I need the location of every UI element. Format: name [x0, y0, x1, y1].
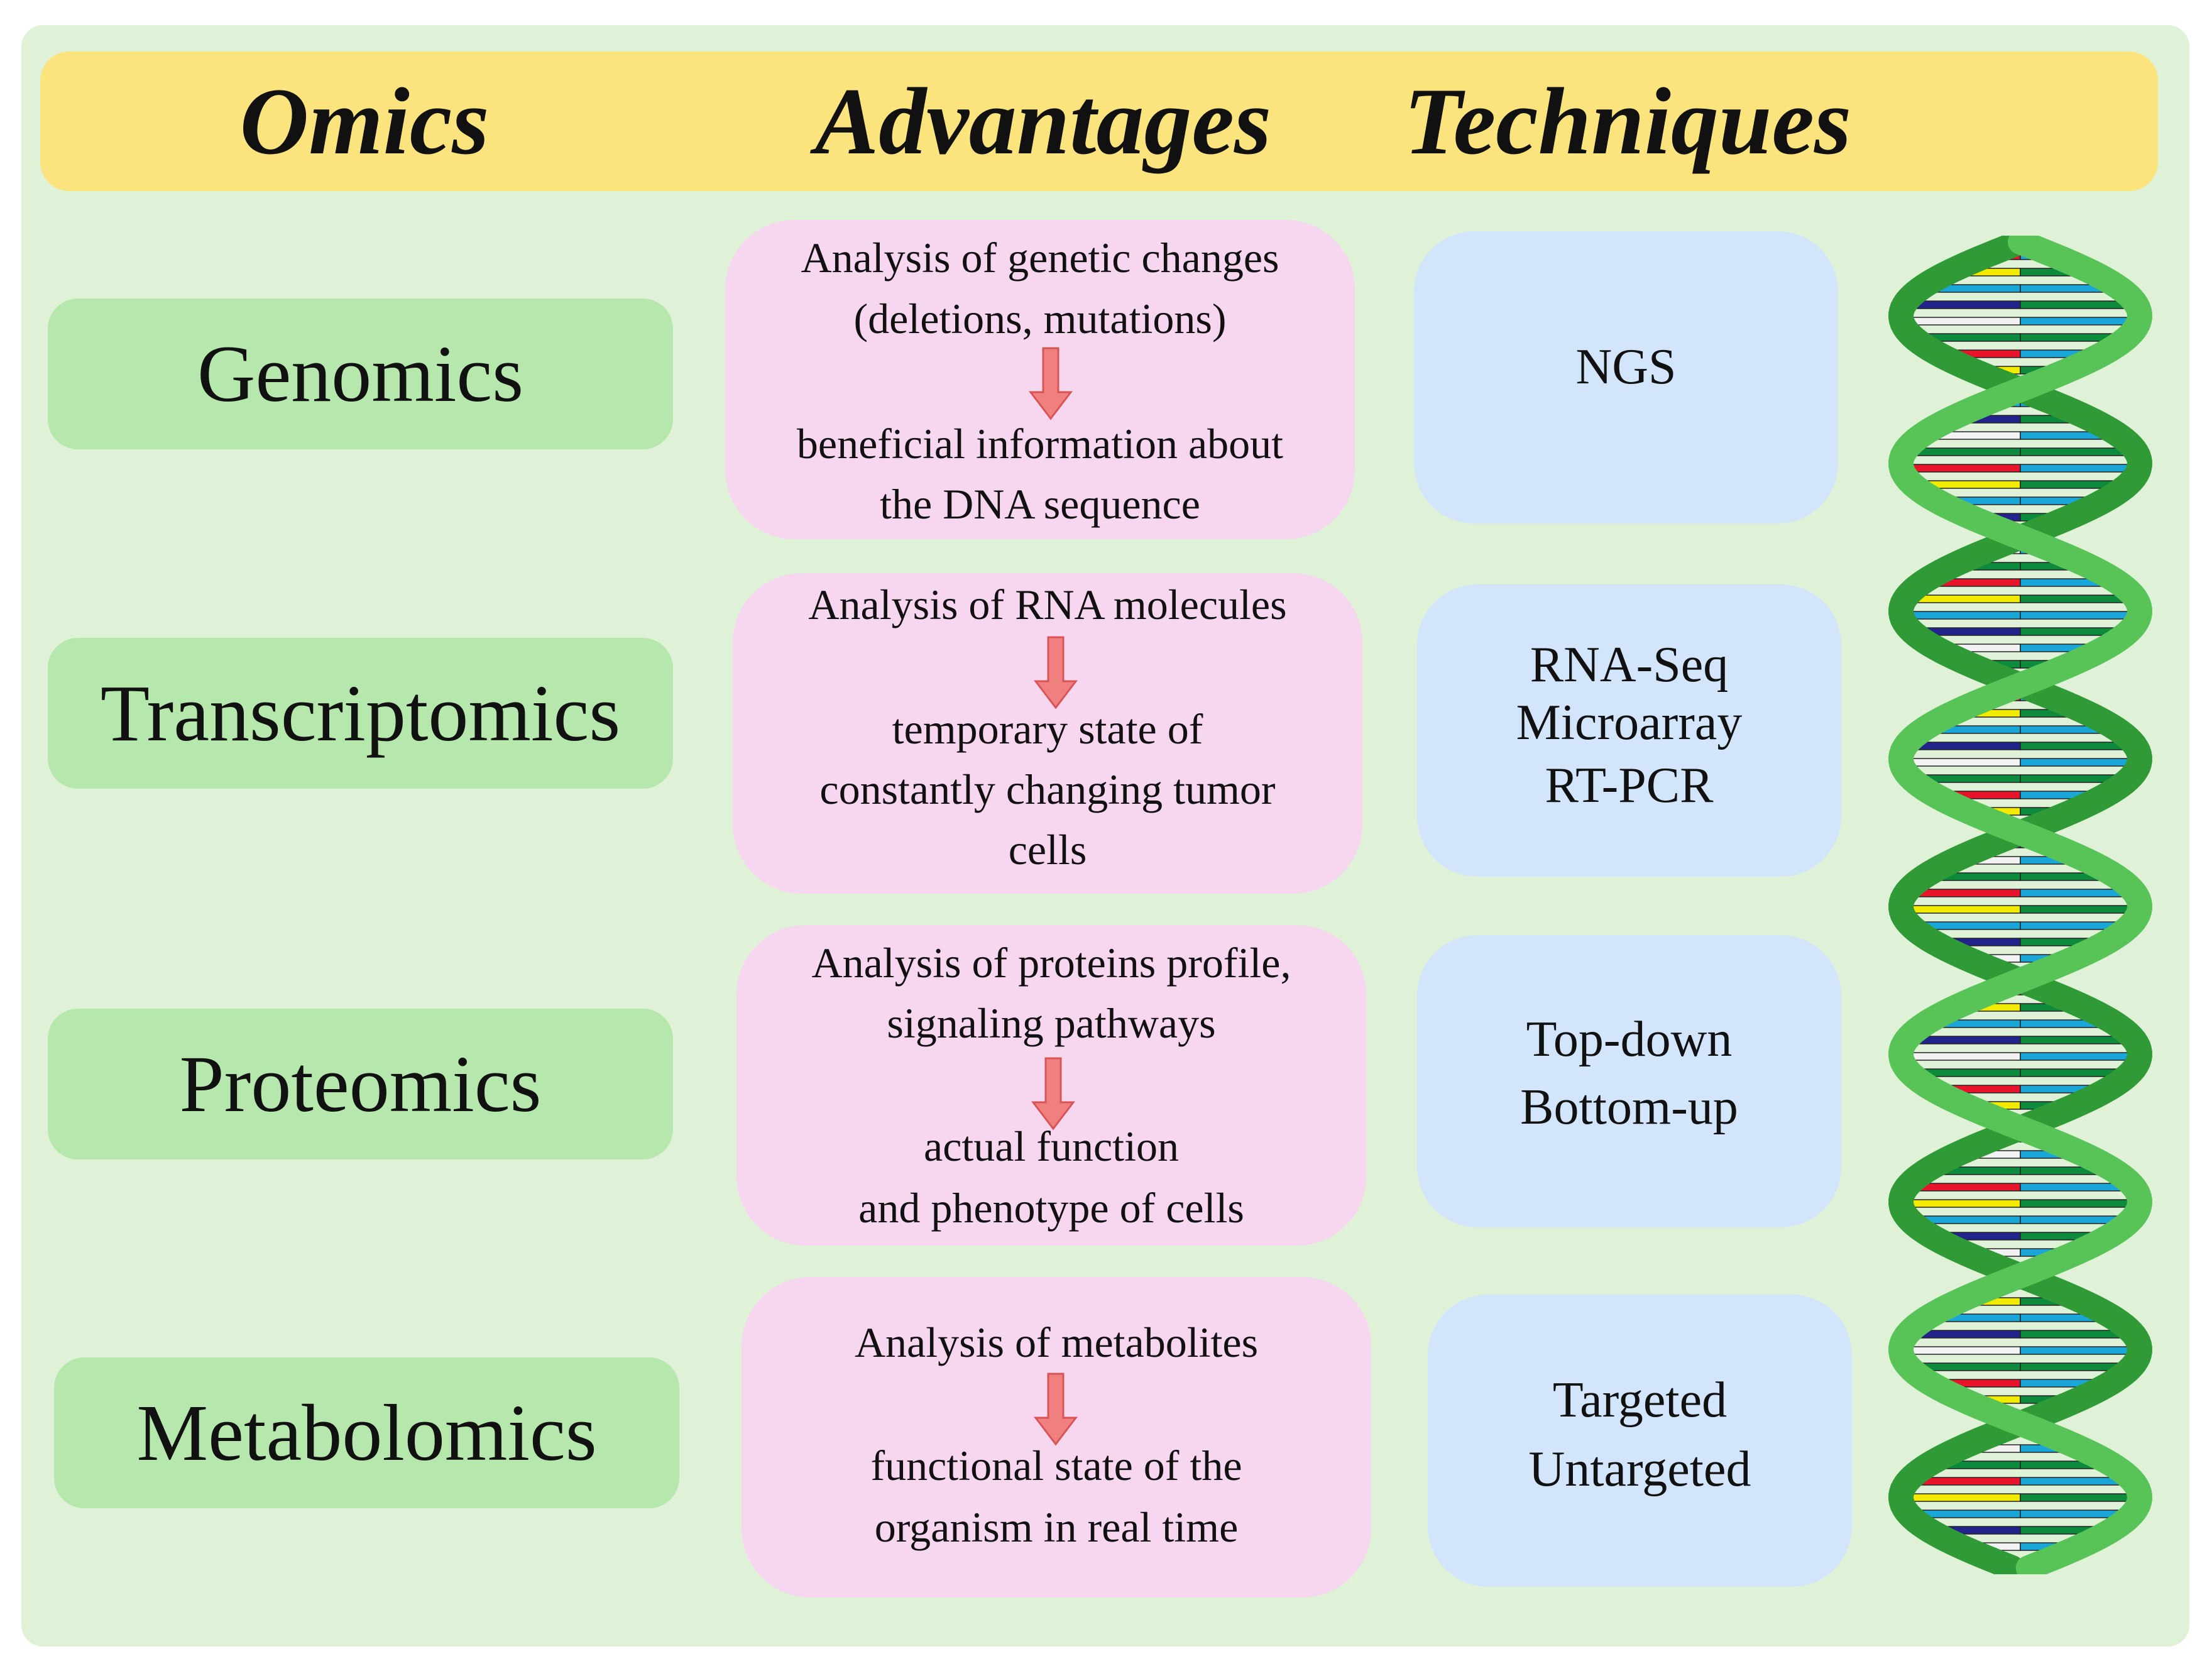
dna-base — [2020, 758, 2140, 767]
advantage-line: Analysis of metabolites — [854, 1318, 1259, 1366]
header-bar — [40, 52, 2158, 191]
dna-base — [1901, 317, 2021, 326]
omic-box-transcriptomics: Transcriptomics — [48, 638, 673, 789]
technique-item: Bottom-up — [1520, 1080, 1738, 1135]
result-line: the DNA sequence — [880, 480, 1200, 528]
technique-box-transcriptomics: RNA-Seq Microarray RT-PCR — [1417, 584, 1841, 877]
dna-base — [2020, 1346, 2140, 1355]
dna-base — [2020, 317, 2140, 326]
technique-item: Untargeted — [1528, 1442, 1751, 1497]
dna-strand-back — [1888, 236, 2152, 1574]
technique-item: RT-PCR — [1545, 758, 1714, 813]
dna-base — [1900, 611, 2021, 620]
result-line: actual function — [924, 1122, 1179, 1170]
technique-item: NGS — [1575, 339, 1677, 395]
dna-base — [1900, 1493, 2021, 1502]
dna-base — [2020, 464, 2140, 473]
dna-double-helix-icon — [1888, 236, 2152, 1574]
result-line: beneficial information about — [796, 420, 1284, 468]
dna-base — [2020, 905, 2140, 914]
dna-base — [1900, 1052, 2021, 1061]
arrow-down-icon — [1028, 347, 1073, 420]
arrow-down-icon — [1033, 1373, 1078, 1446]
result-line: temporary state of — [892, 705, 1203, 753]
result-line: functional state of the — [870, 1442, 1242, 1489]
advantage-box-proteomics: Analysis of proteins profile, signaling … — [736, 925, 1366, 1246]
advantage-box-metabolomics: Analysis of metabolites functional state… — [742, 1277, 1371, 1597]
technique-item: Top-down — [1526, 1012, 1733, 1067]
dna-base — [1900, 758, 2021, 767]
result-line: and phenotype of cells — [858, 1184, 1244, 1232]
header-advantages: Advantages — [814, 69, 1272, 174]
omic-box-proteomics: Proteomics — [48, 1009, 673, 1159]
dna-strand-front — [1888, 236, 2152, 1574]
result-line: constantly changing tumor — [819, 765, 1276, 813]
result-line: organism in real time — [874, 1503, 1239, 1551]
dna-base — [2020, 611, 2140, 620]
advantage-line: Analysis of RNA molecules — [808, 581, 1287, 628]
result-line: cells — [1008, 826, 1087, 874]
header-omics: Omics — [239, 69, 490, 174]
arrow-down-icon — [1031, 1057, 1076, 1131]
technique-box-genomics: NGS — [1414, 231, 1838, 523]
advantage-box-genomics: Analysis of genetic changes (deletions, … — [725, 220, 1355, 539]
dna-base — [1900, 905, 2021, 914]
advantage-line: Analysis of genetic changes — [801, 234, 1279, 282]
dna-base — [1900, 1346, 2021, 1355]
technique-item: RNA-Seq — [1530, 637, 1729, 693]
arrow-down-icon — [1033, 636, 1078, 710]
dna-base — [2020, 1199, 2140, 1208]
technique-item: Targeted — [1552, 1373, 1727, 1428]
technique-item: Microarray — [1516, 695, 1743, 750]
advantage-box-transcriptomics: Analysis of RNA molecules temporary stat… — [733, 573, 1362, 894]
advantage-line: Analysis of proteins profile, — [811, 939, 1291, 987]
omic-box-genomics: Genomics — [48, 299, 673, 449]
omic-box-metabolomics: Metabolomics — [54, 1357, 679, 1508]
technique-box-proteomics: Top-down Bottom-up — [1417, 935, 1841, 1227]
dna-base — [2020, 1493, 2140, 1502]
advantage-line: (deletions, mutations) — [853, 295, 1227, 343]
dna-base — [1901, 464, 2021, 473]
header-techniques: Techniques — [1403, 69, 1852, 174]
dna-base — [2020, 1052, 2140, 1061]
advantage-line: signaling pathways — [887, 999, 1216, 1047]
dna-base-pairs — [1900, 251, 2140, 1551]
dna-base — [1900, 1199, 2021, 1208]
technique-box-metabolomics: Targeted Untargeted — [1428, 1295, 1852, 1587]
